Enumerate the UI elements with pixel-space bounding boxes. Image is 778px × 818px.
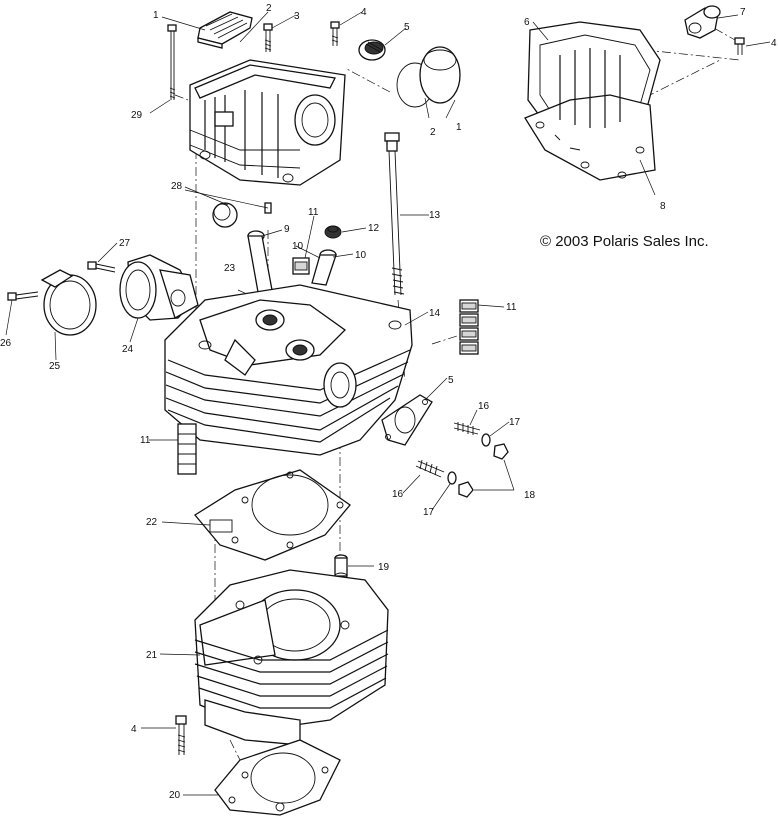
valve-guide-9 bbox=[247, 230, 273, 293]
cylinder bbox=[194, 569, 389, 746]
callout-28: 28 bbox=[171, 181, 183, 192]
callout-4: 4 bbox=[771, 38, 777, 49]
plug-12 bbox=[324, 225, 342, 239]
bolt-4-lower bbox=[175, 715, 187, 755]
callout-16: 16 bbox=[478, 401, 490, 412]
leader-lines bbox=[5, 11, 771, 796]
base-gasket bbox=[214, 739, 341, 816]
long-stud-bolt bbox=[167, 24, 177, 100]
callout-26: 26 bbox=[0, 338, 12, 349]
exhaust-stud-upper bbox=[453, 422, 481, 435]
exhaust-stud-lower bbox=[415, 459, 445, 478]
callout-labels: 1 2 3 4 5 1 2 29 6 7 4 8 28 9 11 12 13 1… bbox=[0, 3, 777, 801]
callout-6: 6 bbox=[524, 17, 530, 28]
nut-upper bbox=[493, 443, 509, 460]
breather-fitting bbox=[684, 5, 721, 39]
callout-1: 1 bbox=[456, 122, 462, 133]
cam-housing bbox=[189, 59, 346, 186]
valve-cover-cap bbox=[197, 11, 253, 49]
callout-4: 4 bbox=[361, 7, 367, 18]
rocker-cover bbox=[524, 21, 661, 181]
callout-22: 22 bbox=[146, 517, 158, 528]
callout-10: 10 bbox=[355, 250, 367, 261]
callout-4: 4 bbox=[131, 724, 137, 735]
callout-5: 5 bbox=[448, 375, 454, 386]
washer-lower bbox=[447, 471, 457, 485]
callout-13: 13 bbox=[429, 210, 441, 221]
callout-11: 11 bbox=[506, 302, 517, 313]
callout-17: 17 bbox=[509, 417, 521, 428]
dowel-19 bbox=[334, 554, 348, 580]
nut-lower bbox=[458, 481, 474, 498]
bolt-3 bbox=[263, 23, 273, 52]
callout-2: 2 bbox=[430, 127, 436, 138]
bolt-4-top bbox=[330, 21, 340, 46]
callout-29: 29 bbox=[131, 110, 143, 121]
valve-seal-stack bbox=[459, 299, 479, 355]
cylinder-head bbox=[164, 284, 413, 456]
long-head-stud bbox=[384, 132, 405, 296]
callout-1: 1 bbox=[153, 10, 159, 21]
callout-9: 9 bbox=[284, 224, 290, 235]
inspection-cap-and-o-ring bbox=[396, 46, 461, 108]
callout-16: 16 bbox=[392, 489, 404, 500]
head-gasket bbox=[194, 469, 351, 561]
callout-21: 21 bbox=[146, 650, 158, 661]
callout-20: 20 bbox=[169, 790, 181, 801]
hose-clamp bbox=[40, 269, 97, 336]
callout-17: 17 bbox=[423, 507, 435, 518]
exhaust-gasket bbox=[381, 394, 433, 446]
callout-14: 14 bbox=[429, 308, 441, 319]
washer-upper bbox=[481, 433, 491, 447]
callout-3: 3 bbox=[294, 11, 300, 22]
clamp-screw-26 bbox=[7, 291, 39, 301]
callout-12: 12 bbox=[368, 223, 380, 234]
callout-8: 8 bbox=[660, 201, 666, 212]
cam-housing-plug bbox=[212, 202, 238, 228]
tappet-plug bbox=[358, 39, 386, 61]
callout-23: 23 bbox=[224, 263, 236, 274]
callout-10: 10 bbox=[292, 241, 304, 252]
valve-seal-11 bbox=[292, 257, 310, 275]
callout-11: 11 bbox=[140, 435, 151, 446]
callout-24: 24 bbox=[122, 344, 134, 355]
callout-7: 7 bbox=[740, 7, 746, 18]
valve-seal-left bbox=[177, 423, 197, 475]
callout-11: 11 bbox=[308, 207, 319, 218]
breather-bolt bbox=[734, 37, 745, 55]
clamp-screw-27 bbox=[87, 261, 116, 273]
callout-25: 25 bbox=[49, 361, 61, 372]
callout-2: 2 bbox=[266, 3, 272, 14]
callout-5: 5 bbox=[404, 22, 410, 33]
copyright-notice: © 2003 Polaris Sales Inc. bbox=[540, 233, 709, 250]
callout-19: 19 bbox=[378, 562, 390, 573]
valve-guide-10 bbox=[311, 249, 337, 286]
callout-18: 18 bbox=[524, 490, 536, 501]
intake-boot bbox=[119, 254, 199, 321]
callout-27: 27 bbox=[119, 238, 131, 249]
